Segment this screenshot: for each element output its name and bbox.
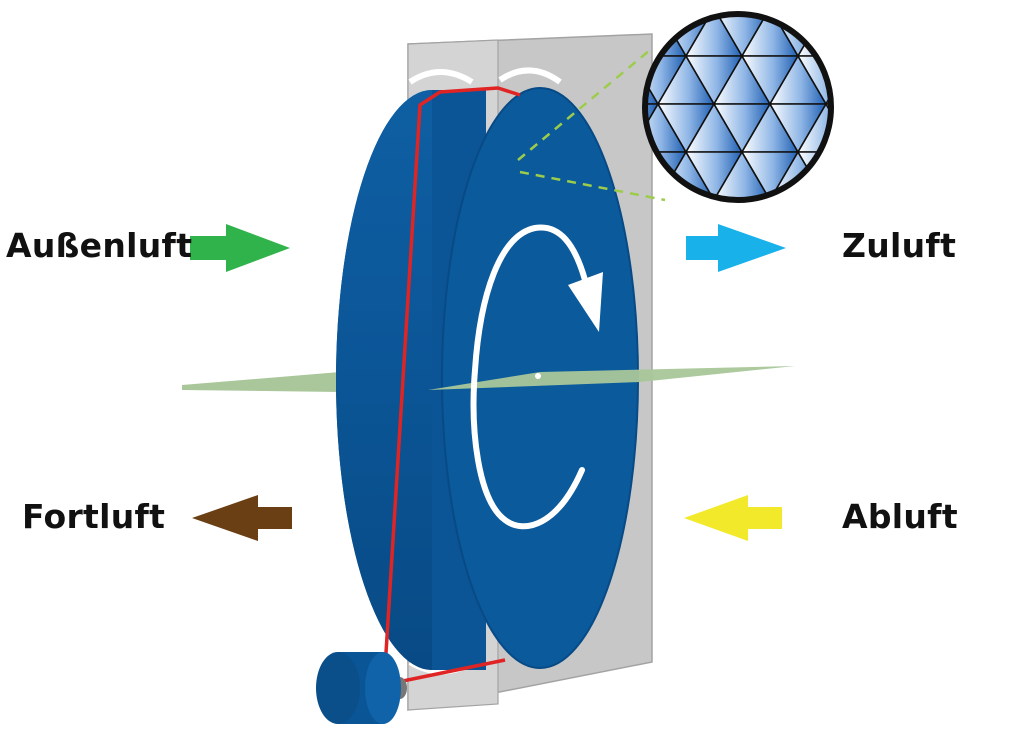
extract-air-label: Abluft <box>842 497 958 536</box>
honeycomb-cell <box>910 152 966 200</box>
honeycomb-cell <box>770 200 826 248</box>
honeycomb-cell <box>854 8 910 56</box>
honeycomb-cell <box>882 8 938 56</box>
honeycomb-cell <box>824 150 830 199</box>
honeycomb-cell <box>824 103 830 154</box>
honeycomb-cell <box>938 56 994 104</box>
divider-plane-right <box>428 366 795 390</box>
supply-air-arrow <box>686 224 786 272</box>
honeycomb-cell <box>796 151 830 199</box>
honeycomb-cell <box>796 15 830 57</box>
honeycomb-cell <box>910 56 966 104</box>
exhaust-air-arrow <box>192 495 292 541</box>
honeycomb-cell <box>854 152 910 200</box>
motor-icon <box>316 652 407 724</box>
drive-belt <box>382 86 521 686</box>
supply-air-label: Zuluft <box>842 226 957 265</box>
divider-plane-left <box>182 372 340 392</box>
rotation-arrow-icon <box>470 224 603 530</box>
honeycomb-detail-icon <box>642 8 1011 296</box>
honeycomb-cell <box>882 152 938 200</box>
honeycomb-cell <box>938 104 994 152</box>
honeycomb-cell <box>938 8 994 56</box>
honeycomb-cell <box>938 152 994 200</box>
honeycomb-cell <box>910 8 966 56</box>
detail-leader-lines <box>517 49 666 202</box>
exhaust-air-label: Fortluft <box>22 497 166 536</box>
outdoor-air-label: Außenluft <box>6 226 193 265</box>
honeycomb-cell <box>882 104 938 152</box>
extract-air-arrow <box>684 495 782 541</box>
honeycomb-cell <box>824 15 830 58</box>
drive-belt-lower <box>397 658 506 684</box>
honeycomb-cell <box>854 104 910 152</box>
outdoor-air-arrow <box>190 224 290 272</box>
honeycomb-cell <box>966 152 1011 200</box>
honeycomb-cell <box>966 56 1011 104</box>
honeycomb-cell <box>882 56 938 104</box>
honeycomb-cell <box>966 248 1011 296</box>
honeycomb-cell <box>824 54 830 105</box>
honeycomb-cell <box>770 248 826 296</box>
honeycomb-cell <box>910 104 966 152</box>
honeycomb-cell <box>854 56 910 104</box>
